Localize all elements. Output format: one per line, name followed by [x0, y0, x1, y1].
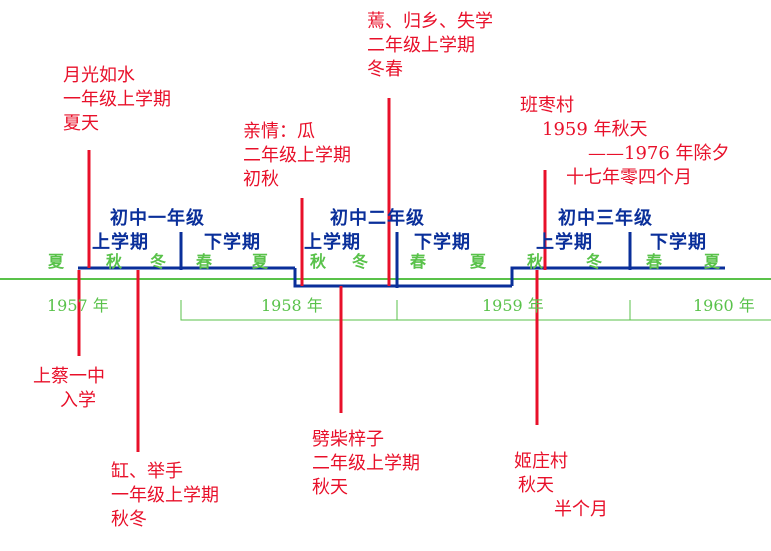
season-autumn-1959: 秋 [527, 252, 544, 271]
grade3-period-line [510, 266, 725, 286]
season-spring-1959: 春 [410, 252, 427, 271]
event-line: ——1976 年除夕 [588, 143, 730, 164]
grade2-upper-term: 上学期 [304, 232, 361, 253]
year-label-1957: 1957 年 [47, 296, 109, 315]
event-line: 月光如水 [63, 65, 135, 86]
event-line: 入学 [60, 390, 96, 411]
grade3-lower-term: 下学期 [650, 232, 707, 253]
grade1-lower-term: 下学期 [204, 232, 261, 253]
event-banzao: 班枣村 1959 年秋天 ——1976 年除夕 十七年零四个月 [520, 94, 730, 190]
grade3-title: 初中三年级 [558, 208, 653, 229]
event-line: 秋天 [312, 477, 348, 498]
season-autumn-1957: 秋 [106, 252, 123, 271]
event-line: 一年级上学期 [63, 89, 171, 110]
event-pichai: 劈柴梓子 二年级上学期 秋天 [312, 428, 420, 500]
year-bracket-1960 [629, 300, 771, 321]
event-nian: 蔫、归乡、失学 二年级上学期 冬春 [367, 10, 493, 82]
event-line: 十七年零四个月 [566, 167, 692, 188]
event-line: 夏天 [63, 113, 99, 134]
event-gang: 缸、举手 一年级上学期 秋冬 [111, 460, 219, 532]
event-line: 二年级上学期 [243, 145, 351, 166]
event-line: 二年级上学期 [312, 453, 420, 474]
event-line: 班枣村 [520, 95, 574, 116]
grade1-upper-term: 上学期 [92, 232, 149, 253]
grade1-title: 初中一年级 [110, 208, 205, 229]
grade2-period-line [293, 268, 512, 288]
season-summer-1959: 夏 [470, 252, 487, 271]
event-line: 姬庄村 [514, 451, 568, 472]
season-autumn-1958: 秋 [310, 252, 327, 271]
event-yueguang: 月光如水 一年级上学期 夏天 [63, 64, 171, 136]
event-line: 蔫、归乡、失学 [367, 11, 493, 32]
season-winter-1958: 冬 [352, 252, 369, 271]
event-line: 冬春 [367, 59, 403, 80]
season-spring-1960: 春 [646, 252, 663, 271]
year-label-1959: 1959 年 [482, 296, 544, 315]
season-summer-1957: 夏 [48, 252, 65, 271]
season-spring-1958: 春 [196, 252, 213, 271]
event-jizhuang: 姬庄村 秋天 半个月 [514, 450, 608, 522]
event-line: 二年级上学期 [367, 35, 475, 56]
event-line: 秋冬 [111, 509, 147, 530]
event-qinqing: 亲情：瓜 二年级上学期 初秋 [243, 120, 351, 192]
grade2-title: 初中二年级 [330, 208, 425, 229]
event-line: 劈柴梓子 [312, 429, 384, 450]
event-shangcai: 上蔡一中 入学 [33, 365, 105, 413]
event-line: 半个月 [554, 499, 608, 520]
season-summer-1958: 夏 [252, 252, 269, 271]
event-line: 秋天 [518, 475, 554, 496]
event-line: 缸、举手 [111, 461, 183, 482]
year-label-1960: 1960 年 [693, 296, 755, 315]
grade3-upper-term: 上学期 [536, 232, 593, 253]
event-line: 亲情：瓜 [243, 121, 315, 142]
event-line: 上蔡一中 [33, 366, 105, 387]
grade2-lower-term: 下学期 [414, 232, 471, 253]
year-label-1958: 1958 年 [261, 296, 323, 315]
season-winter-1959: 冬 [586, 252, 603, 271]
season-winter-1957: 冬 [150, 252, 167, 271]
event-line: 1959 年秋天 [542, 119, 648, 140]
season-summer-1960: 夏 [704, 252, 721, 271]
event-line: 初秋 [243, 169, 279, 190]
event-line: 一年级上学期 [111, 485, 219, 506]
